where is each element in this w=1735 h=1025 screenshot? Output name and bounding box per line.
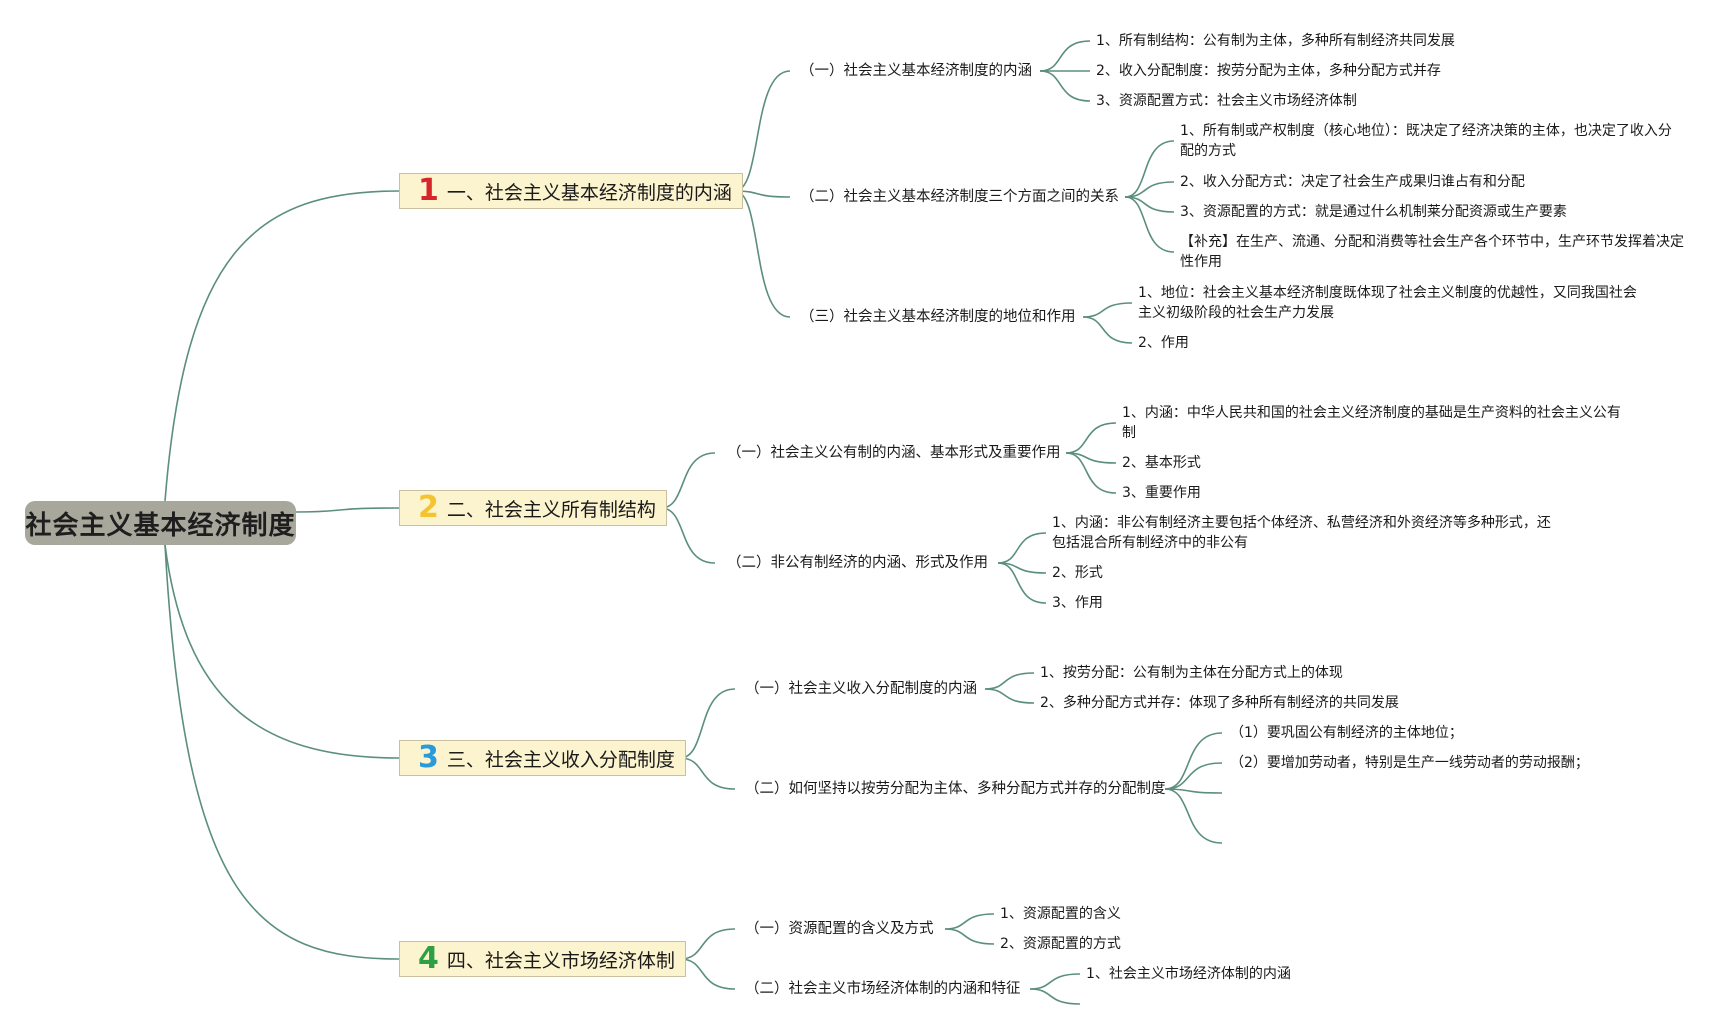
branch3-connector-2 [679, 757, 736, 790]
leaf-4-1-2[interactable]: 2、资源配置的方式 [1000, 936, 1121, 952]
leaf-3-2-1[interactable]: （1）要巩固公有制经济的主体地位； [1230, 725, 1463, 741]
leaf-connector-1-2-1 [1124, 140, 1175, 198]
main-topic-label: 三、社会主义收入分配制度 [446, 748, 675, 771]
leaf-connector-3-2-4 [1164, 788, 1223, 844]
leaf-connector-4-1-1 [944, 913, 995, 930]
leaf-connector-4-2-1 [1029, 973, 1081, 990]
leaf-2-2-1[interactable]: 1、内涵：非公有制经济主要包括个体经济、私营经济和外资经济等多种形式，还包括混合… [1052, 515, 1551, 551]
leaf-connector-3-2-2 [1164, 762, 1223, 790]
root-connector-4 [164, 544, 400, 960]
leaf-2-2-3[interactable]: 3、作用 [1052, 595, 1103, 611]
main-topic-1[interactable]: 1 一、社会主义基本经济制度的内涵 [399, 173, 743, 209]
subtopic-3-1[interactable]: （一）社会主义收入分配制度的内涵 [745, 681, 977, 697]
main-topic-label: 四、社会主义市场经济体制 [446, 949, 675, 972]
leaf-2-1-1[interactable]: 1、内涵：中华人民共和国的社会主义经济制度的基础是生产资料的社会主义公有制 [1122, 405, 1621, 441]
leaf-3-2-2[interactable]: （2）要增加劳动者，特别是生产一线劳动者的劳动报酬； [1230, 755, 1589, 771]
root-connector-3 [164, 544, 400, 759]
leaf-2-1-3[interactable]: 3、重要作用 [1122, 485, 1201, 501]
main-topic-label: 二、社会主义所有制结构 [446, 498, 656, 521]
leaf-1-2-2[interactable]: 2、收入分配方式：决定了社会生产成果归谁占有和分配 [1180, 174, 1525, 190]
branch1-connector-3 [734, 190, 791, 318]
number-4-icon: 4 [418, 941, 439, 976]
leaf-connector-1-2-4 [1124, 196, 1175, 253]
leaf-connector-1-3-2 [1082, 316, 1133, 344]
leaf-connector-1-3-1 [1082, 302, 1133, 318]
leaf-3-1-2[interactable]: 2、多种分配方式并存：体现了多种所有制经济的共同发展 [1040, 695, 1399, 711]
leaf-connector-3-1-1 [984, 672, 1035, 690]
number-3-icon: 3 [418, 740, 439, 775]
leaf-1-2-3[interactable]: 3、资源配置的方式：就是通过什么机制莱分配资源或生产要素 [1180, 204, 1567, 220]
leaf-2-1-2[interactable]: 2、基本形式 [1122, 455, 1201, 471]
branch4-connector-1 [679, 928, 736, 960]
branch2-connector-2 [660, 507, 716, 564]
root-connector-1 [164, 190, 400, 502]
leaf-connector-1-1-1 [1039, 40, 1091, 72]
leaf-connector-2-2-3 [997, 562, 1047, 604]
leaf-1-1-1[interactable]: 1、所有制结构：公有制为主体，多种所有制经济共同发展 [1096, 33, 1455, 49]
leaf-2-2-2[interactable]: 2、形式 [1052, 565, 1103, 581]
main-topic-3[interactable]: 3 三、社会主义收入分配制度 [399, 740, 686, 776]
leaf-connector-1-1-3 [1039, 70, 1091, 102]
leaf-connector-3-1-2 [984, 688, 1035, 704]
subtopic-2-1[interactable]: （一）社会主义公有制的内涵、基本形式及重要作用 [727, 445, 1061, 461]
leaf-connector-4-2-2 [1029, 988, 1081, 1005]
leaf-1-3-2[interactable]: 2、作用 [1138, 335, 1189, 351]
leaf-4-1-1[interactable]: 1、资源配置的含义 [1000, 906, 1121, 922]
leaf-connector-3-2-1 [1164, 732, 1223, 790]
leaf-3-1-1[interactable]: 1、按劳分配：公有制为主体在分配方式上的体现 [1040, 665, 1343, 681]
leaf-1-2-4[interactable]: 【补充】在生产、流通、分配和消费等社会生产各个环节中，生产环节发挥着决定性作用 [1180, 234, 1684, 270]
leaf-connector-3-2-3 [1164, 788, 1223, 794]
leaf-connector-2-1-1 [1065, 422, 1117, 454]
subtopic-1-1[interactable]: （一）社会主义基本经济制度的内涵 [800, 63, 1032, 79]
leaf-4-2-1[interactable]: 1、社会主义市场经济体制的内涵 [1086, 966, 1291, 982]
subtopic-4-1[interactable]: （一）资源配置的含义及方式 [745, 921, 934, 937]
branch3-connector-1 [679, 688, 736, 759]
leaf-1-2-1[interactable]: 1、所有制或产权制度（核心地位）：既决定了经济决策的主体，也决定了收入分配的方式 [1180, 123, 1672, 159]
leaf-connector-2-2-1 [997, 532, 1047, 564]
subtopic-1-2[interactable]: （二）社会主义基本经济制度三个方面之间的关系 [800, 189, 1119, 205]
root-connector-2 [295, 507, 400, 513]
leaf-1-1-3[interactable]: 3、资源配置方式：社会主义市场经济体制 [1096, 93, 1357, 109]
branch1-connector-1 [734, 70, 791, 192]
branch2-connector-1 [660, 452, 716, 509]
subtopic-2-2[interactable]: （二）非公有制经济的内涵、形式及作用 [727, 555, 988, 571]
number-1-icon: 1 [418, 173, 439, 208]
main-topic-2[interactable]: 2 二、社会主义所有制结构 [399, 490, 667, 526]
subtopic-4-2[interactable]: （二）社会主义市场经济体制的内涵和特征 [745, 981, 1021, 997]
number-2-icon: 2 [418, 490, 439, 525]
leaf-1-3-1[interactable]: 1、地位：社会主义基本经济制度既体现了社会主义制度的优越性，又同我国社会主义初级… [1138, 285, 1637, 321]
leaf-connector-4-1-2 [944, 928, 995, 945]
main-topic-4[interactable]: 4 四、社会主义市场经济体制 [399, 941, 686, 977]
leaf-connector-2-1-3 [1065, 452, 1117, 494]
subtopic-3-2[interactable]: （二）如何坚持以按劳分配为主体、多种分配方式并存的分配制度 [745, 781, 1166, 797]
branch4-connector-2 [679, 958, 736, 990]
main-topic-label: 一、社会主义基本经济制度的内涵 [446, 181, 732, 204]
root-topic[interactable]: 社会主义基本经济制度 [25, 501, 296, 545]
leaf-1-1-2[interactable]: 2、收入分配制度：按劳分配为主体，多种分配方式并存 [1096, 63, 1441, 79]
subtopic-1-3[interactable]: （三）社会主义基本经济制度的地位和作用 [800, 309, 1076, 325]
